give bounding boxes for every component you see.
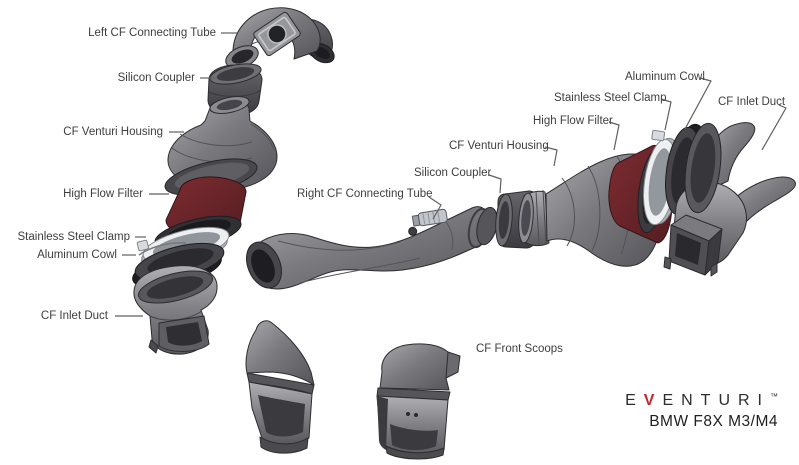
label-silicon-coupler-right: Silicon Coupler <box>414 167 492 179</box>
maf-flange <box>253 11 301 57</box>
right-connecting-tube-part <box>246 206 498 290</box>
logo-letter-e: E <box>625 392 644 409</box>
trademark-symbol: ™ <box>770 392 778 401</box>
label-cf-inlet-duct-left: CF Inlet Duct <box>40 310 108 322</box>
inlet-duct-right-part <box>663 122 796 277</box>
label-stainless-clamp-left: Stainless Steel Clamp <box>17 231 131 243</box>
label-aluminum-cowl-left: Aluminum Cowl <box>37 249 117 261</box>
right-assembly <box>495 122 796 277</box>
label-cf-inlet-duct-right: CF Inlet Duct <box>718 96 786 108</box>
label-right-cf-connecting-tube: Right CF Connecting Tube <box>297 188 433 200</box>
label-high-flow-filter-left: High Flow Filter <box>63 188 143 200</box>
inlet-duct-left-part <box>133 265 218 355</box>
leader-lines <box>115 32 787 317</box>
logo-red-v: V <box>643 392 663 409</box>
label-cf-venturi-housing-right: CF Venturi Housing <box>449 140 549 152</box>
model-name: BMW F8X M3/M4 <box>649 413 778 430</box>
label-cf-venturi-housing-left: CF Venturi Housing <box>63 126 163 138</box>
label-stainless-clamp-right: Stainless Steel Clamp <box>554 92 667 104</box>
label-left-cf-connecting-tube: Left CF Connecting Tube <box>88 27 216 39</box>
label-aluminum-cowl-right: Aluminum Cowl <box>625 71 705 83</box>
left-assembly <box>132 7 335 355</box>
front-scoop-left-part <box>245 320 315 454</box>
front-scoop-right-part <box>376 343 461 460</box>
brand-block: EVENTURI™ BMW F8X M3/M4 <box>625 392 778 431</box>
label-high-flow-filter-right: High Flow Filter <box>533 115 613 127</box>
eventuri-logo: EVENTURI™ <box>625 392 778 410</box>
left-connecting-tube-part <box>225 7 335 69</box>
logo-letters-rest: ENTURI <box>662 392 770 409</box>
front-scoops-parts <box>245 320 461 460</box>
sensor-nipple <box>408 208 448 236</box>
label-cf-front-scoops: CF Front Scoops <box>476 343 563 355</box>
label-silicon-coupler-left: Silicon Coupler <box>117 72 195 84</box>
